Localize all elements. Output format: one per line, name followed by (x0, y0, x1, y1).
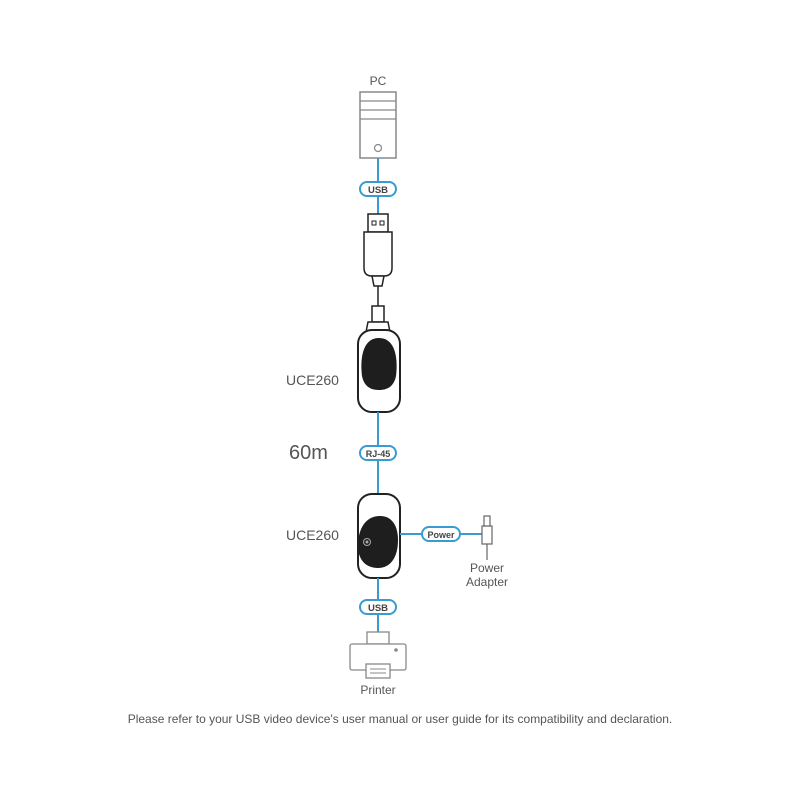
printer-label: Printer (360, 683, 396, 697)
power-tag: Power (421, 526, 461, 542)
usb-tag-top: USB (359, 181, 397, 197)
power-adapter-label-line2: Adapter (465, 575, 509, 589)
power-adapter-label: Power Adapter (456, 561, 518, 589)
footnote: Please refer to your USB video device's … (127, 712, 673, 726)
usb-tag-bottom-label: USB (368, 603, 388, 614)
power-tag-label: Power (427, 530, 455, 540)
rj45-tag-label: RJ-45 (366, 449, 391, 459)
uce260-local-unit-icon (357, 305, 401, 413)
distance-label: 60m (289, 442, 328, 464)
usb-plug-icon (363, 213, 393, 287)
uce260-remote-unit-icon (357, 493, 401, 579)
printer-icon (349, 631, 407, 679)
pc-label: PC (369, 74, 387, 88)
power-adapter-icon (481, 515, 493, 560)
rj45-tag: RJ-45 (359, 445, 397, 461)
usb-tag-bottom: USB (359, 599, 397, 615)
uce260-bottom-label: UCE260 (286, 527, 339, 543)
uce260-top-label: UCE260 (286, 372, 339, 388)
usb-tag-top-label: USB (368, 185, 388, 196)
pc-icon (359, 91, 397, 159)
power-adapter-label-line1: Power (469, 561, 504, 575)
